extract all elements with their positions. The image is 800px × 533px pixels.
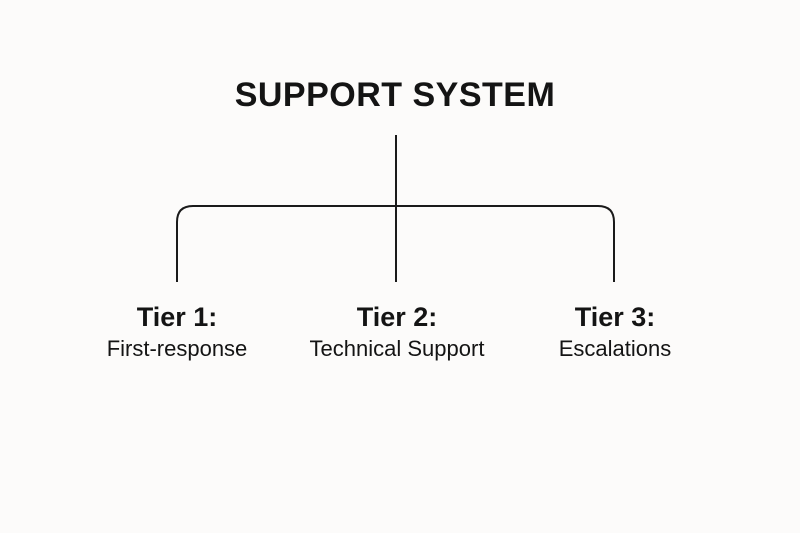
tier-1-node: Tier 1: First-response xyxy=(57,300,297,364)
tier-1-heading: Tier 1: xyxy=(136,302,218,332)
tier-2-description: Technical Support xyxy=(309,336,485,361)
tier-3-description: Escalations xyxy=(558,336,672,361)
tier-2-node: Tier 2: Technical Support xyxy=(277,300,517,364)
tier-3-node: Tier 3: Escalations xyxy=(495,300,735,364)
tier-1-description: First-response xyxy=(106,336,248,361)
tier-3-heading: Tier 3: xyxy=(574,302,656,332)
tier-2-heading: Tier 2: xyxy=(356,302,438,332)
diagram-title: SUPPORT SYSTEM xyxy=(234,76,556,114)
